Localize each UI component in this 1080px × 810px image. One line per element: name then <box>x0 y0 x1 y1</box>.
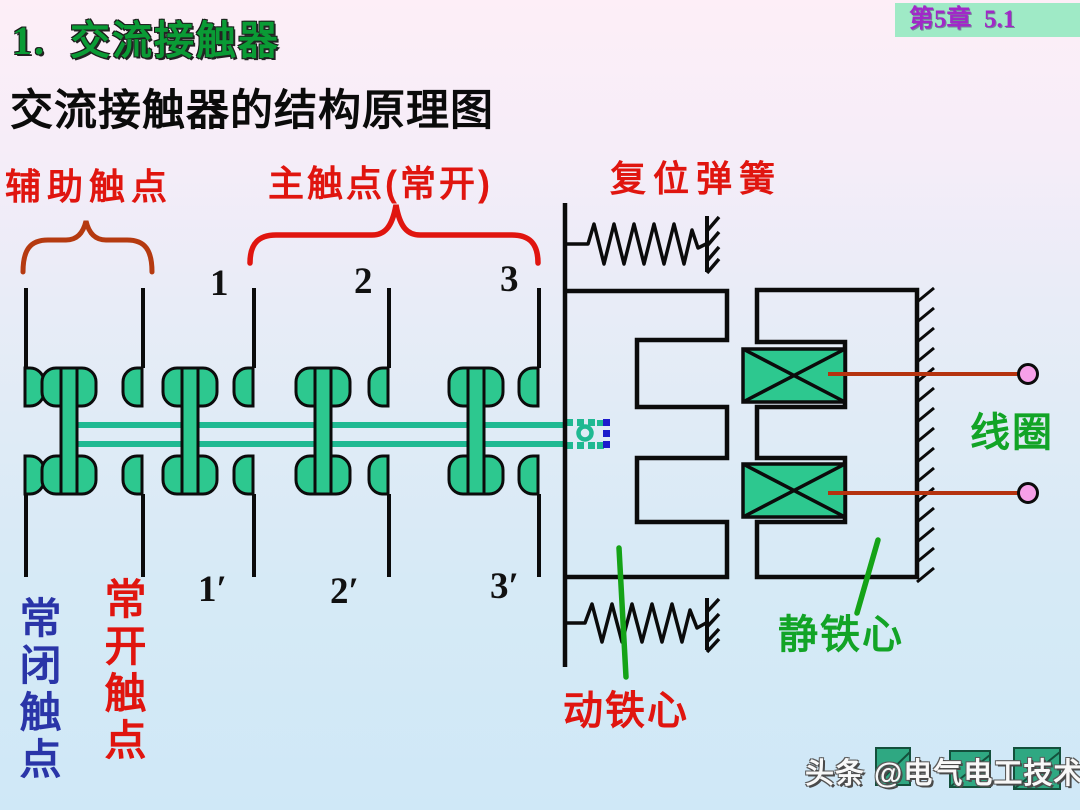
reset-spring-bottom <box>565 597 721 654</box>
main-contacts-brace <box>247 204 541 266</box>
terminal-number-2: 2 <box>354 261 373 302</box>
static-iron-core <box>754 286 935 584</box>
moving-iron-core <box>565 288 730 580</box>
terminal-number-3: 3 <box>500 259 519 300</box>
terminal-lines-top <box>24 288 541 368</box>
label-no-contacts: 常开触点 <box>99 577 146 765</box>
terminal-number-1p: 1′ <box>198 569 227 610</box>
terminal-number-1: 1 <box>210 263 229 304</box>
static-core-pointer <box>854 537 881 616</box>
chapter-badge: 第5章 5.1 <box>895 3 1080 37</box>
wall-hatching <box>916 286 935 584</box>
label-static-core: 静铁心 <box>778 613 904 657</box>
page-title: 1. 交流接触器 <box>12 18 280 63</box>
label-moving-core: 动铁心 <box>563 689 689 733</box>
terminal-lines-bottom <box>24 494 541 577</box>
moving-contact-bridges <box>40 366 505 496</box>
coil-terminals <box>1017 363 1039 504</box>
watermark-logo-boxes <box>875 747 1061 790</box>
page-subtitle: 交流接触器的结构原理图 <box>10 87 494 135</box>
aux-contacts-brace <box>20 220 155 275</box>
coil-lead-wires <box>828 372 1019 495</box>
terminal-number-2p: 2′ <box>330 571 359 612</box>
reset-spring-top <box>565 215 721 275</box>
label-aux-contacts: 辅助触点 <box>5 166 174 207</box>
label-coil: 线圈 <box>970 411 1054 455</box>
label-main-contacts: 主触点(常开) <box>268 163 493 204</box>
fixed-contacts <box>23 366 540 496</box>
terminal-number-3p: 3′ <box>490 566 519 607</box>
watermark: 头条 @电气电工技术 <box>805 758 1080 790</box>
label-nc-contacts: 常闭触点 <box>14 596 61 784</box>
pointer-lines <box>616 537 881 680</box>
coil-winding-lower <box>741 462 847 519</box>
crossbar-link-connector <box>566 419 610 449</box>
label-reset-spring: 复位弹簧 <box>610 158 783 199</box>
moving-core-pointer <box>616 545 629 680</box>
